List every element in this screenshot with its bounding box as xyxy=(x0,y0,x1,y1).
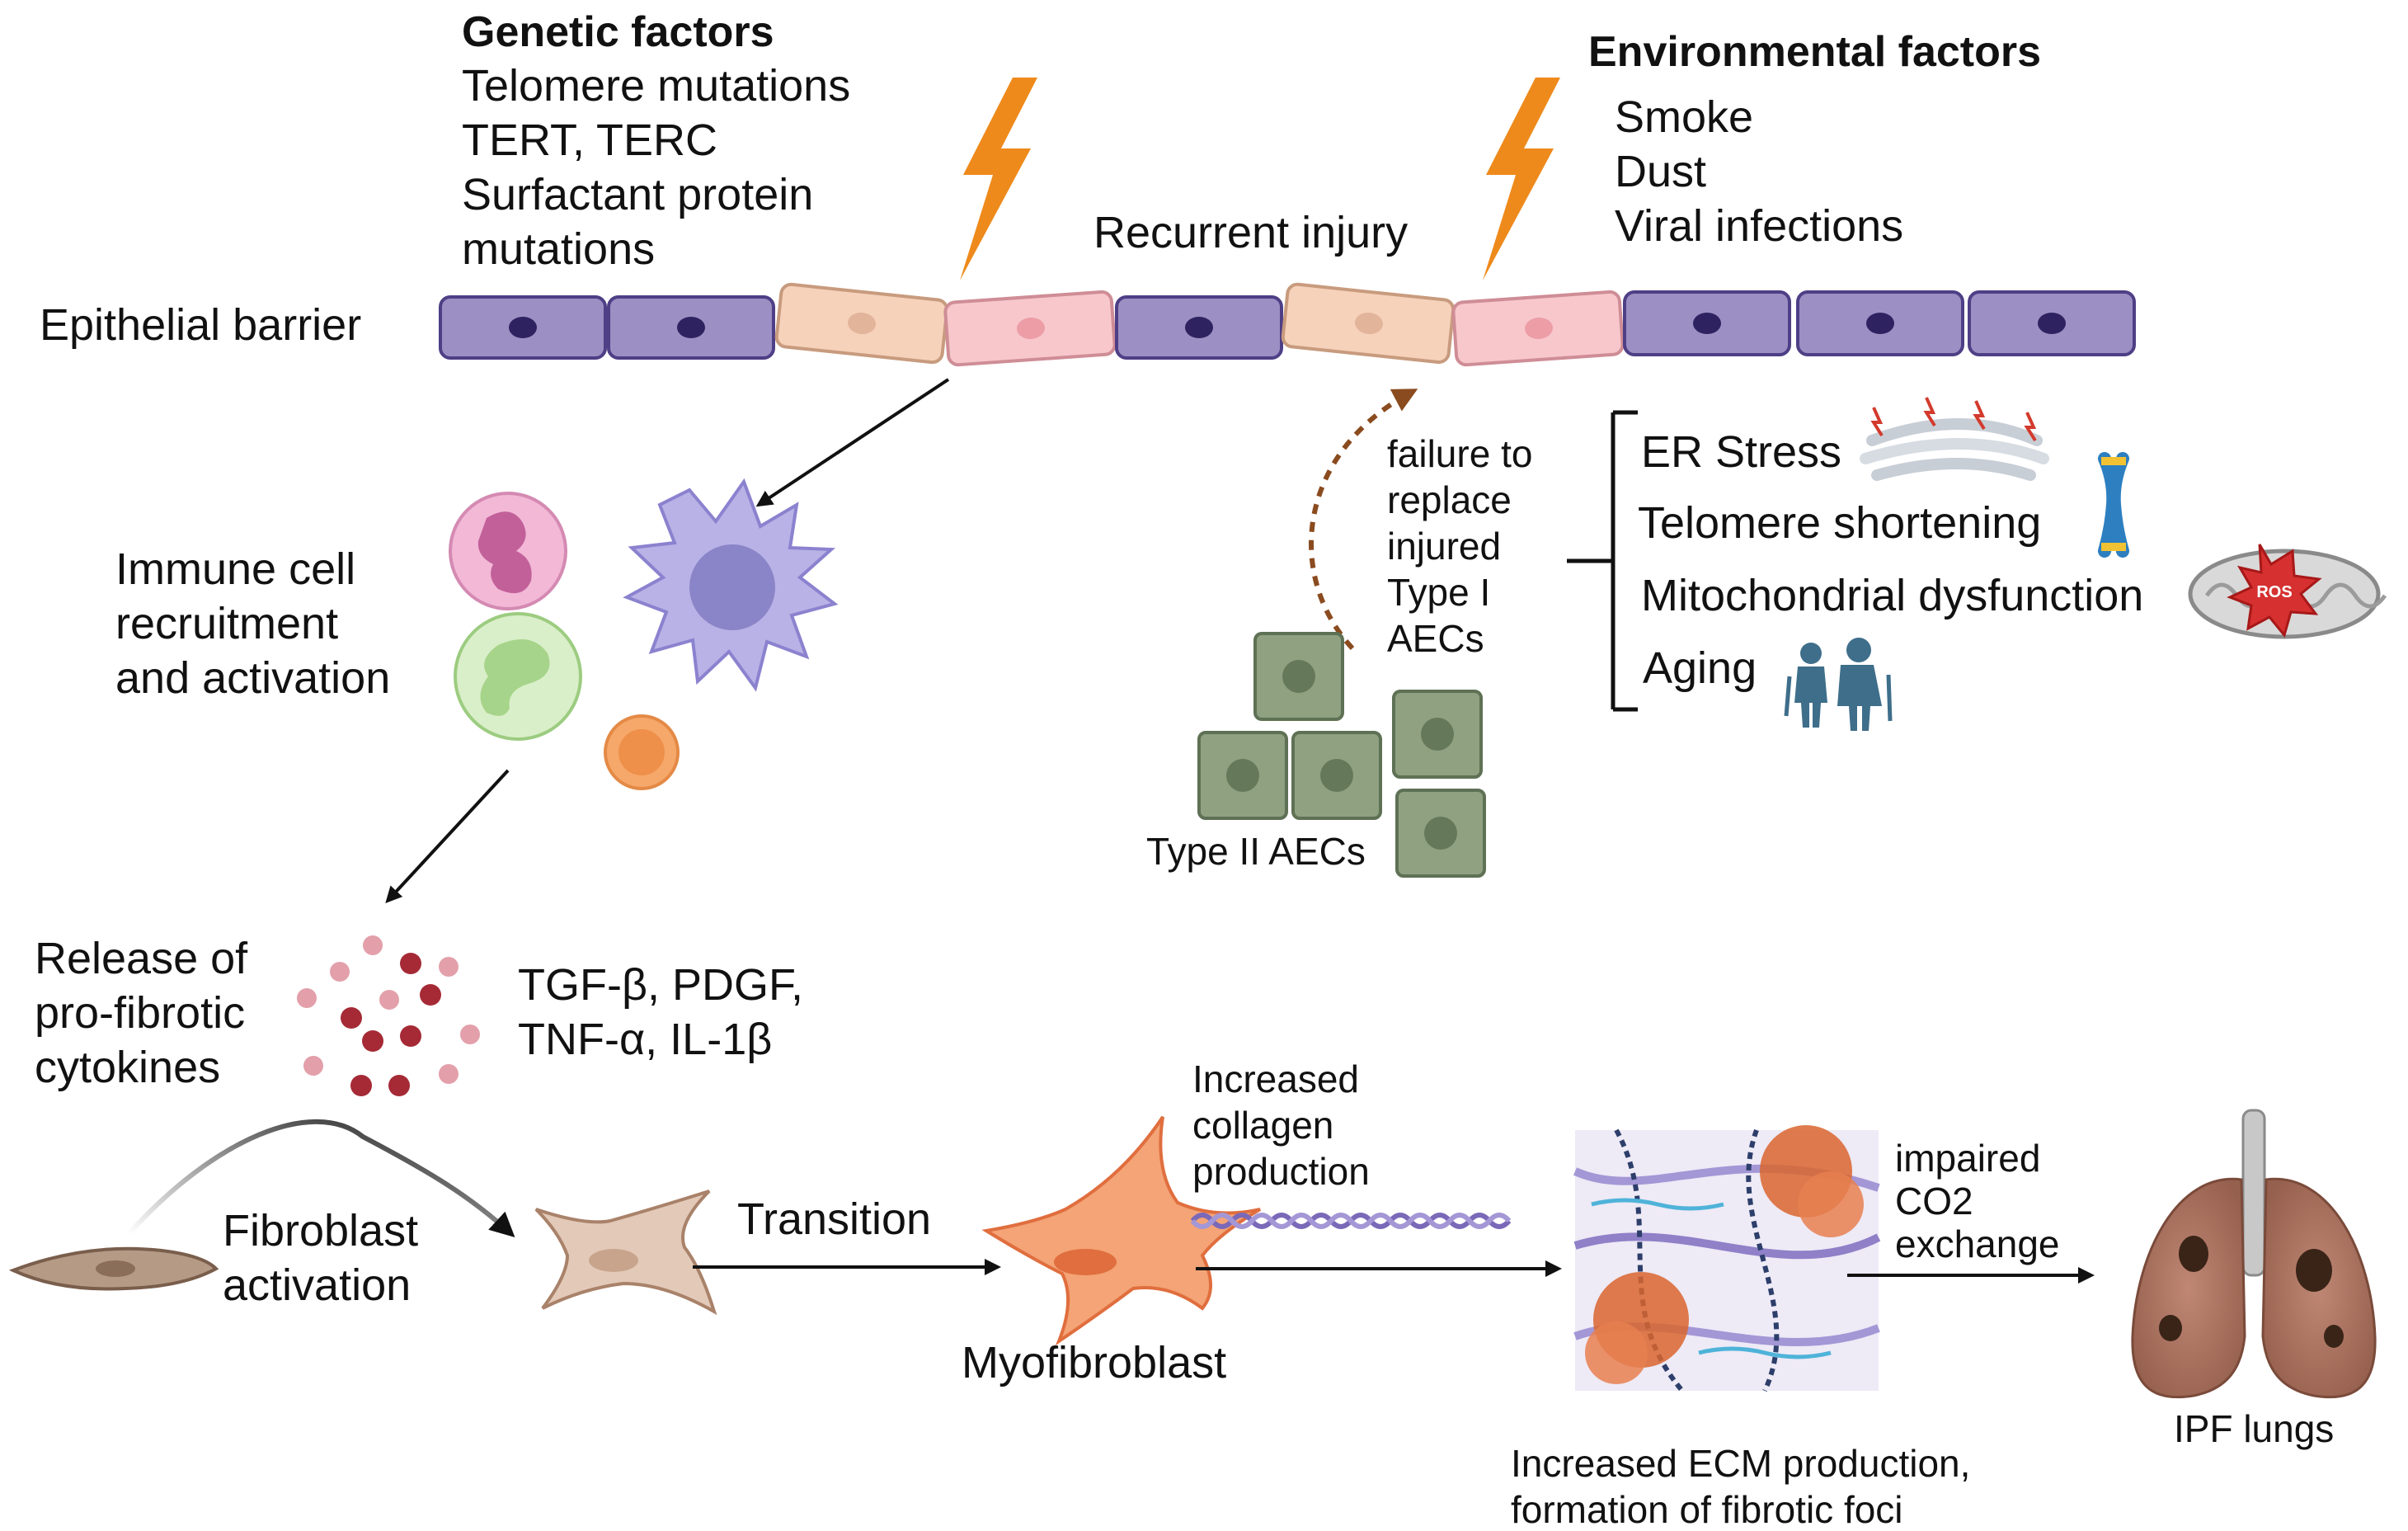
type2-aec-cell xyxy=(1392,690,1483,779)
cytokine-name-line: TNF-α, IL-1β xyxy=(518,1015,772,1064)
epithelial-cell xyxy=(1115,295,1283,360)
impaired-exchange-label: impaired CO2 exchange xyxy=(1895,1137,2060,1265)
type2-aec-cell xyxy=(1253,632,1344,721)
environmental-factors-heading: Environmental factors xyxy=(1588,28,2041,76)
epithelial-cell xyxy=(1968,290,2136,356)
type2-aec-cell xyxy=(1291,731,1382,820)
myofibroblast-icon xyxy=(981,1115,1262,1346)
arrow-to-cytokines xyxy=(385,769,510,903)
lymphocyte-icon xyxy=(454,612,582,741)
ipf-lungs-icon xyxy=(2131,1109,2377,1399)
genetic-factor-line: TERT, TERC xyxy=(462,115,717,165)
cytokine-names: TGF-β, PDGF, TNF-α, IL-1β xyxy=(518,960,803,1064)
ecm-label: Increased ECM production, formation of f… xyxy=(1511,1442,1970,1531)
collagen-label-line: production xyxy=(1192,1150,1370,1193)
elderly-couple-icon xyxy=(1784,638,1893,731)
exchange-label-line: CO2 xyxy=(1895,1180,1973,1222)
exchange-label-line: impaired xyxy=(1895,1137,2040,1180)
environmental-factors-block: Environmental factors Smoke Dust Viral i… xyxy=(1588,28,2041,251)
epithelial-cell xyxy=(607,295,775,360)
ecm-label-line: Increased ECM production, xyxy=(1511,1442,1970,1485)
mitochondria-ros-icon: ROS xyxy=(2188,544,2387,639)
lightning-bolt-icon xyxy=(1483,78,1560,280)
immune-label: Immune cell recruitment and activation xyxy=(115,544,390,703)
collagen-fiber-icon xyxy=(1190,1213,1512,1229)
lightning-bolt-icon xyxy=(960,78,1037,280)
genetic-factors-heading: Genetic factors xyxy=(462,8,774,56)
collagen-label-line: collagen xyxy=(1192,1104,1333,1147)
epithelial-cell xyxy=(439,295,607,360)
transition-label: Transition xyxy=(737,1194,931,1244)
failure-label-line: failure to xyxy=(1387,432,1532,475)
immune-label-line: Immune cell xyxy=(115,544,355,594)
cytokine-name-line: TGF-β, PDGF, xyxy=(518,960,803,1010)
environmental-factor-line: Smoke xyxy=(1615,92,1753,142)
ipf-lungs-label: IPF lungs xyxy=(2174,1407,2334,1450)
collagen-label: Increased collagen production xyxy=(1192,1058,1370,1193)
failure-dashed-arrow xyxy=(1309,389,1418,651)
injured-epithelial-cell xyxy=(1281,282,1456,365)
fibroblast-label-line: Fibroblast xyxy=(223,1206,418,1255)
injured-epithelial-cell xyxy=(774,282,949,365)
ros-label: ROS xyxy=(2256,583,2292,601)
stressor-list: ER Stress Telomere shortening Mitochondr… xyxy=(1638,427,2143,693)
failure-label-line: Type I xyxy=(1387,571,1490,614)
environmental-factor-line: Viral infections xyxy=(1615,201,1903,251)
genetic-factor-line: mutations xyxy=(462,224,655,274)
chromosome-icon xyxy=(2098,452,2129,558)
arrow-to-immune-cells xyxy=(755,378,950,507)
stressor-aging: Aging xyxy=(1643,643,1757,693)
type2-aec-label: Type II AECs xyxy=(1146,830,1366,873)
immune-label-line: recruitment xyxy=(115,599,338,648)
failure-label: failure to replace injured Type I AECs xyxy=(1387,432,1532,660)
failure-label-line: injured xyxy=(1387,525,1501,568)
environmental-factor-line: Dust xyxy=(1615,147,1706,196)
epithelial-barrier xyxy=(439,282,2136,367)
recurrent-injury-label: Recurrent injury xyxy=(1093,208,1408,257)
injured-epithelial-cell xyxy=(943,290,1117,367)
fibroblast-activation-arrow xyxy=(126,1119,515,1238)
injured-epithelial-cell xyxy=(1451,290,1625,367)
stressor-mitochondrial-dysfunction: Mitochondrial dysfunction xyxy=(1641,571,2143,620)
failure-label-line: AECs xyxy=(1387,617,1484,660)
stressor-er-stress: ER Stress xyxy=(1641,427,1841,477)
neutrophil-icon xyxy=(449,492,567,610)
epithelial-cell xyxy=(1796,290,1964,356)
ecm-label-line: formation of fibrotic foci xyxy=(1511,1488,1903,1531)
cytokine-release-label: Release of pro-fibrotic cytokines xyxy=(35,934,248,1092)
stressor-telomere-shortening: Telomere shortening xyxy=(1638,498,2041,548)
macrophage-icon xyxy=(623,478,839,692)
cytokine-label-line: cytokines xyxy=(35,1043,220,1092)
activated-fibroblast-icon xyxy=(534,1189,717,1316)
collagen-label-line: Increased xyxy=(1192,1058,1359,1100)
failure-label-line: replace xyxy=(1387,478,1512,521)
genetic-factor-line: Telomere mutations xyxy=(462,61,850,111)
cytokine-label-line: pro-fibrotic xyxy=(35,988,245,1038)
epithelial-barrier-label: Epithelial barrier xyxy=(40,300,361,350)
ecm-fibrotic-foci-image xyxy=(1573,1125,1881,1392)
epithelial-cell xyxy=(1623,290,1791,356)
genetic-factors-block: Genetic factors Telomere mutations TERT,… xyxy=(462,8,850,274)
myofibroblast-label: Myofibroblast xyxy=(962,1338,1226,1387)
cytokine-label-line: Release of xyxy=(35,934,248,983)
stressor-bracket xyxy=(1567,410,1638,712)
er-stress-icon xyxy=(1860,397,2049,481)
genetic-factor-line: Surfactant protein xyxy=(462,170,813,219)
type2-aec-cell xyxy=(1395,789,1486,878)
immune-cells-cluster xyxy=(449,478,839,790)
fibroblast-label-line: activation xyxy=(223,1260,411,1310)
type2-aec-cell xyxy=(1197,731,1288,820)
fibroblast-activation-label: Fibroblast activation xyxy=(223,1206,418,1310)
immune-label-line: and activation xyxy=(115,653,390,703)
quiescent-fibroblast-icon xyxy=(8,1246,219,1291)
type2-aec-cluster xyxy=(1197,632,1486,878)
monocyte-icon xyxy=(604,714,680,790)
exchange-label-line: exchange xyxy=(1895,1222,2060,1265)
cytokine-particles xyxy=(297,935,480,1096)
